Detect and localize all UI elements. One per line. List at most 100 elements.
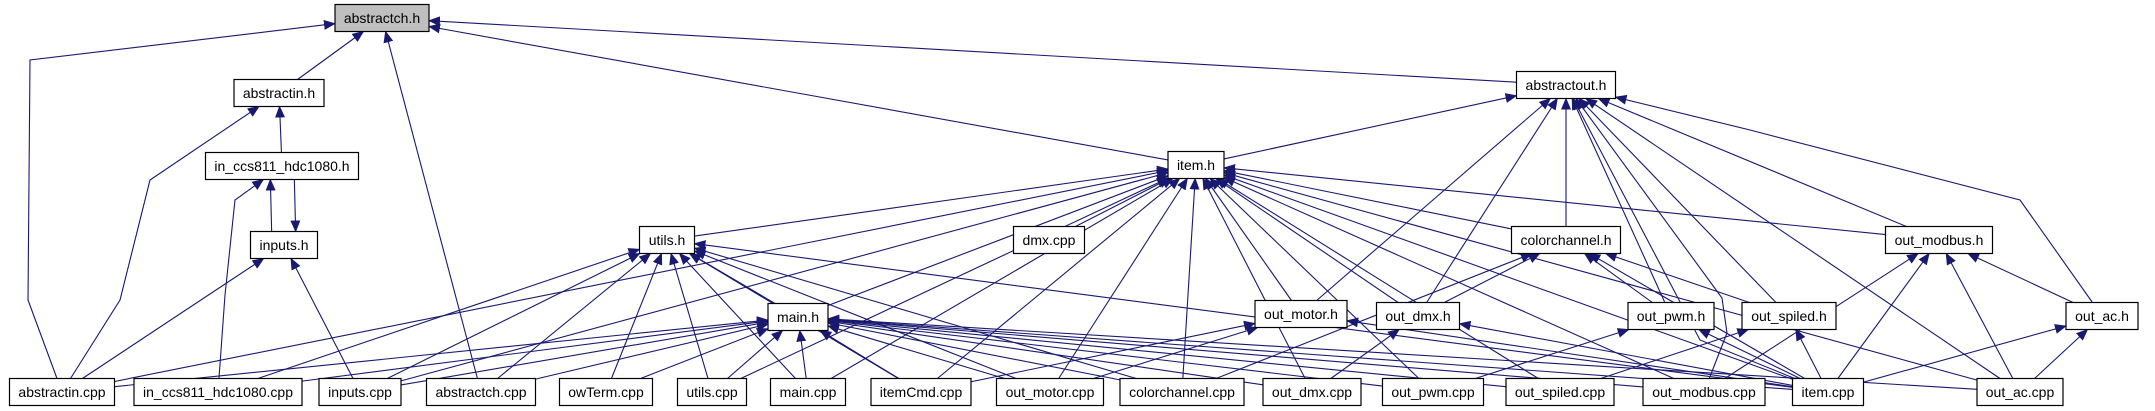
- node-box-out_dmx_cpp[interactable]: [1262, 377, 1362, 407]
- include-edge-utils_h--item_h: [694, 165, 1169, 237]
- include-edge-out_ac_h--abstractout_h: [1614, 94, 2093, 303]
- graph-node-out_ac_cpp[interactable]: out_ac.cpp: [1976, 377, 2064, 407]
- include-edge-item_cpp--utils_h: [693, 240, 1793, 388]
- graph-node-out_pwm_h[interactable]: out_pwm.h: [1627, 301, 1715, 331]
- include-edge-inputs_cpp--item_h: [400, 170, 1169, 382]
- node-label-in_ccs811_hdc1080_h: in_ccs811_hdc1080.h: [214, 158, 349, 174]
- node-box-abstractout_h[interactable]: [1515, 70, 1617, 100]
- node-box-utils_cpp[interactable]: [676, 377, 748, 407]
- include-edge-dmx_cpp--item_h: [1075, 178, 1171, 227]
- node-box-item_cpp[interactable]: [1791, 377, 1865, 407]
- graph-node-abstractch_cpp[interactable]: abstractch.cpp: [425, 377, 537, 407]
- node-label-inputs_cpp: inputs.cpp: [328, 384, 392, 400]
- include-edge-inputs_cpp--main_h: [400, 319, 769, 386]
- node-box-out_modbus_h[interactable]: [1884, 225, 1994, 255]
- node-label-item_cpp: item.cpp: [1802, 384, 1855, 400]
- graph-node-main_cpp[interactable]: main.cpp: [769, 377, 847, 407]
- include-edge-abstractin_cpp--main_h: [114, 316, 769, 388]
- graph-node-out_ac_h[interactable]: out_ac.h: [2065, 301, 2139, 331]
- node-label-colorchannel_h: colorchannel.h: [1520, 232, 1611, 248]
- node-box-out_spiled_cpp[interactable]: [1505, 377, 1615, 407]
- node-box-itemCmd_cpp[interactable]: [870, 377, 972, 407]
- graph-node-in_ccs811_hdc1080_h[interactable]: in_ccs811_hdc1080.h: [204, 151, 360, 181]
- include-edge-in_ccs811_hdc1080_h--abstractin_h: [275, 105, 286, 153]
- node-box-inputs_cpp[interactable]: [318, 377, 402, 407]
- include-edge-out_pwm_cpp--main_h: [827, 316, 1383, 387]
- node-box-out_pwm_h[interactable]: [1627, 301, 1715, 331]
- include-edge-itemCmd_cpp--item_h: [937, 177, 1181, 379]
- include-edge-abstractin_h--abstractch_h: [297, 30, 365, 80]
- include-edge-abstractch_cpp--utils_h: [497, 252, 652, 379]
- include-edge-colorchannel_cpp--main_h: [827, 320, 1121, 381]
- node-box-out_ac_cpp[interactable]: [1976, 377, 2064, 407]
- graph-node-out_modbus_h[interactable]: out_modbus.h: [1884, 225, 1994, 255]
- graph-node-abstractin_cpp[interactable]: abstractin.cpp: [8, 377, 116, 407]
- include-edge-owTerm_cpp--main_h: [640, 328, 769, 380]
- graph-node-out_dmx_h[interactable]: out_dmx.h: [1375, 301, 1461, 331]
- node-box-colorchannel_h[interactable]: [1510, 225, 1622, 255]
- node-box-item_h[interactable]: [1167, 150, 1225, 180]
- node-label-out_dmx_h: out_dmx.h: [1385, 308, 1450, 324]
- graph-node-out_modbus_cpp[interactable]: out_modbus.cpp: [1642, 377, 1766, 407]
- node-label-inputs_h: inputs.h: [259, 237, 308, 253]
- graph-node-out_dmx_cpp[interactable]: out_dmx.cpp: [1262, 377, 1362, 407]
- include-edge-in_ccs811_hdc1080_cpp--utils_h: [257, 248, 641, 380]
- graph-node-out_spiled_cpp[interactable]: out_spiled.cpp: [1505, 377, 1615, 407]
- graph-node-colorchannel_cpp[interactable]: colorchannel.cpp: [1119, 377, 1245, 407]
- graph-node-utils_h[interactable]: utils.h: [638, 225, 696, 255]
- node-box-in_ccs811_hdc1080_cpp[interactable]: [133, 377, 303, 407]
- node-box-colorchannel_cpp[interactable]: [1119, 377, 1245, 407]
- include-edge-item_cpp--main_h: [827, 314, 1793, 390]
- node-box-out_spiled_h[interactable]: [1741, 301, 1837, 331]
- graph-node-main_h[interactable]: main.h: [767, 302, 829, 332]
- graph-node-out_spiled_h[interactable]: out_spiled.h: [1741, 301, 1837, 331]
- node-box-out_motor_cpp[interactable]: [995, 377, 1105, 407]
- node-label-in_ccs811_hdc1080_cpp: in_ccs811_hdc1080.cpp: [143, 384, 293, 400]
- graph-node-owTerm_cpp[interactable]: owTerm.cpp: [558, 377, 654, 407]
- graph-node-in_ccs811_hdc1080_cpp[interactable]: in_ccs811_hdc1080.cpp: [133, 377, 303, 407]
- node-box-utils_h[interactable]: [638, 225, 696, 255]
- graph-node-itemCmd_cpp[interactable]: itemCmd.cpp: [870, 377, 972, 407]
- graph-node-abstractin_h[interactable]: abstractin.h: [233, 78, 325, 108]
- node-label-out_motor_cpp: out_motor.cpp: [1006, 384, 1095, 400]
- node-box-owTerm_cpp[interactable]: [558, 377, 654, 407]
- graph-node-inputs_h[interactable]: inputs.h: [249, 230, 319, 260]
- graph-node-colorchannel_h[interactable]: colorchannel.h: [1510, 225, 1622, 255]
- node-box-out_dmx_h[interactable]: [1375, 301, 1461, 331]
- include-edge-colorchannel_cpp--colorchannel_h: [1215, 252, 1533, 380]
- node-box-dmx_cpp[interactable]: [1012, 225, 1086, 255]
- node-box-out_motor_h[interactable]: [1254, 299, 1348, 329]
- node-box-abstractin_h[interactable]: [233, 78, 325, 108]
- include-edge-utils_cpp--main_h: [727, 329, 784, 379]
- graph-node-item_cpp[interactable]: item.cpp: [1791, 377, 1865, 407]
- include-edge-out_ac_cpp--abstractout_h: [1585, 97, 2001, 379]
- include-edge-out_motor_h--item_h: [1204, 177, 1292, 301]
- node-box-in_ccs811_hdc1080_h[interactable]: [204, 151, 360, 181]
- include-edge-itemCmd_cpp--main_h: [819, 329, 900, 379]
- graph-node-out_motor_cpp[interactable]: out_motor.cpp: [995, 377, 1105, 407]
- graph-node-item_h[interactable]: item.h: [1167, 150, 1225, 180]
- graph-node-dmx_cpp[interactable]: dmx.cpp: [1012, 225, 1086, 255]
- node-box-main_h[interactable]: [767, 302, 829, 332]
- node-label-abstractch_h: abstractch.h: [344, 10, 420, 26]
- graph-node-out_motor_h[interactable]: out_motor.h: [1254, 299, 1348, 329]
- node-box-abstractch_h[interactable]: [334, 3, 430, 33]
- node-box-inputs_h[interactable]: [249, 230, 319, 260]
- graph-node-abstractch_h[interactable]: abstractch.h: [334, 3, 430, 33]
- node-box-abstractin_cpp[interactable]: [8, 377, 116, 407]
- node-label-owTerm_cpp: owTerm.cpp: [568, 384, 644, 400]
- include-edge-out_ac_h--out_modbus_h: [1967, 253, 2074, 303]
- include-edge-out_modbus_cpp--item_h: [1223, 177, 1675, 380]
- graph-node-utils_cpp[interactable]: utils.cpp: [676, 377, 748, 407]
- node-label-dmx_cpp: dmx.cpp: [1023, 232, 1076, 248]
- graph-node-abstractout_h[interactable]: abstractout.h: [1515, 70, 1617, 100]
- node-box-out_ac_h[interactable]: [2065, 301, 2139, 331]
- graph-node-out_pwm_cpp[interactable]: out_pwm.cpp: [1381, 377, 1485, 407]
- node-box-main_cpp[interactable]: [769, 377, 847, 407]
- node-box-abstractch_cpp[interactable]: [425, 377, 537, 407]
- node-box-out_modbus_cpp[interactable]: [1642, 377, 1766, 407]
- graph-node-inputs_cpp[interactable]: inputs.cpp: [318, 377, 402, 407]
- include-edge-out_motor_cpp--utils_h: [693, 250, 1017, 380]
- node-box-out_pwm_cpp[interactable]: [1381, 377, 1485, 407]
